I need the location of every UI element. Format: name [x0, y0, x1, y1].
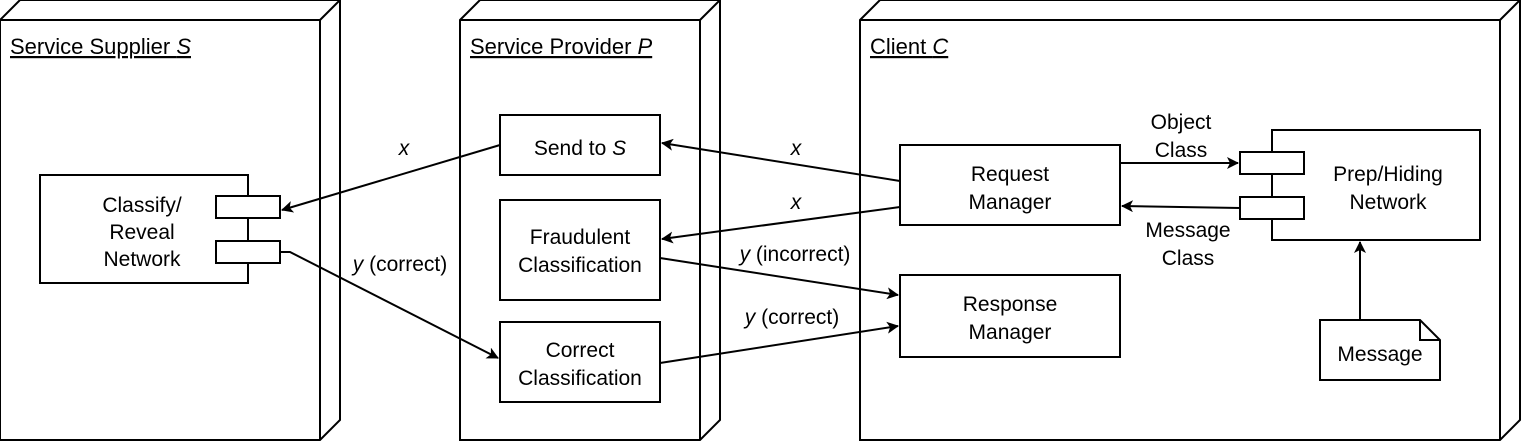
- port-prep-in: [1239, 151, 1305, 175]
- request-label-2: Manager: [969, 191, 1052, 214]
- component-request-manager: Request Manager: [899, 144, 1121, 226]
- edge-fraud-to-response: [659, 257, 899, 300]
- edge-label-x-top: x: [790, 137, 803, 160]
- edge-label-object-class-1: Object: [1151, 111, 1212, 134]
- component-send-to-s: Send to S: [499, 114, 661, 176]
- component-correct-classification: Correct Classification: [499, 321, 661, 403]
- edge-label-y-incorrect: y (incorrect): [738, 243, 851, 266]
- fraud-label-2: Classification: [518, 254, 642, 277]
- edge-send-to-classify: [281, 144, 501, 213]
- fraud-label-1: Fraudulent: [530, 226, 631, 249]
- edge-label-message-class-2: Class: [1162, 247, 1215, 270]
- message-label: Message: [1337, 343, 1422, 366]
- request-label-1: Request: [971, 163, 1049, 186]
- classify-label-2: Reveal: [109, 221, 174, 244]
- artifact-message: Message: [1319, 319, 1441, 381]
- response-label-1: Response: [963, 293, 1058, 316]
- edge-request-to-send: [661, 138, 901, 182]
- node-title-provider: Service Provider P: [470, 34, 653, 59]
- edge-label-message-class-1: Message: [1145, 219, 1230, 242]
- send-label: Send to S: [534, 137, 626, 160]
- node-title-supplier: Service Supplier S: [10, 34, 191, 59]
- classify-label-3: Network: [103, 248, 181, 271]
- component-classify-reveal: Classify/ Reveal Network: [39, 174, 281, 284]
- port-classify-out: [215, 240, 281, 264]
- component-prep-hiding: Prep/Hiding Network: [1239, 129, 1481, 241]
- edge-label-y-correct-left: y (correct): [351, 253, 448, 276]
- edge-label-x-left: x: [398, 137, 411, 160]
- port-prep-out: [1239, 196, 1305, 220]
- correct-label-2: Classification: [518, 367, 642, 390]
- response-label-2: Manager: [969, 321, 1052, 344]
- node-title-client: Client C: [870, 34, 948, 59]
- component-response-manager: Response Manager: [899, 274, 1121, 358]
- edge-request-to-fraud: [661, 206, 901, 244]
- port-classify-in: [215, 195, 281, 219]
- edge-label-object-class-2: Class: [1155, 139, 1208, 162]
- classify-label-1: Classify/: [102, 194, 182, 217]
- prep-label-1: Prep/Hiding: [1333, 163, 1443, 186]
- component-fraudulent-classification: Fraudulent Classification: [499, 199, 661, 301]
- correct-label-1: Correct: [546, 339, 615, 362]
- prep-label-2: Network: [1349, 191, 1427, 214]
- edge-classify-to-correct: [280, 251, 499, 359]
- edge-correct-to-response: [659, 321, 899, 364]
- edge-label-x-mid: x: [790, 191, 803, 214]
- edge-prep-to-request: [1121, 200, 1241, 213]
- edge-label-y-correct-right: y (correct): [743, 306, 840, 329]
